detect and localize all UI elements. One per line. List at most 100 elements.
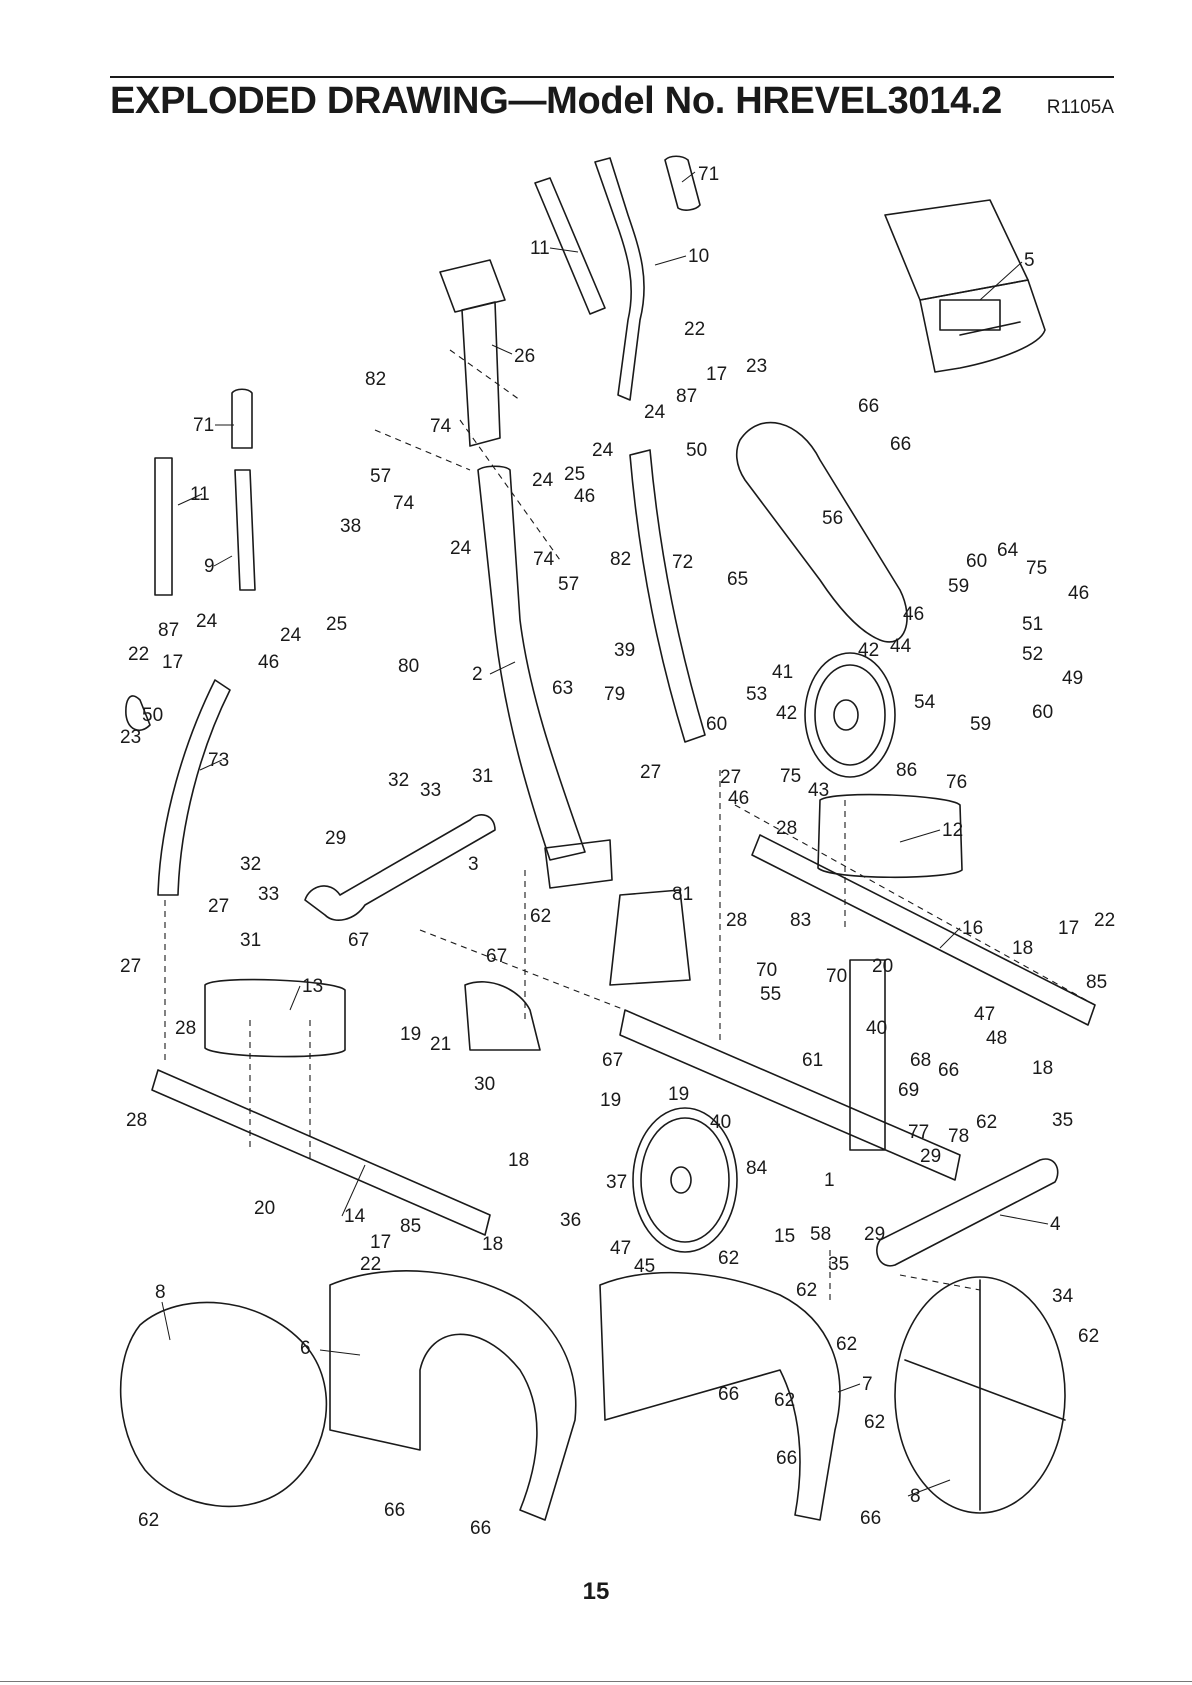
callout-19-c: 19 bbox=[668, 1084, 689, 1105]
callout-64: 64 bbox=[997, 540, 1019, 561]
callout-20-b: 20 bbox=[254, 1198, 275, 1219]
main-frame bbox=[619, 959, 961, 1181]
callout-41: 41 bbox=[772, 662, 793, 683]
callout-60-b: 60 bbox=[706, 714, 727, 735]
callout-44: 44 bbox=[890, 636, 912, 657]
callout-50: 50 bbox=[686, 440, 707, 461]
callout-85: 85 bbox=[1086, 972, 1107, 993]
rear-stabilizer bbox=[876, 1158, 1059, 1267]
right-lower-arm bbox=[629, 449, 706, 743]
left-pedal-arm bbox=[151, 1069, 491, 1236]
callout-23-b: 23 bbox=[120, 727, 141, 748]
callout-75-b: 75 bbox=[780, 766, 801, 787]
callout-62-h: 62 bbox=[864, 1412, 885, 1433]
callout-28-d: 28 bbox=[126, 1110, 147, 1131]
callout-24-b: 24 bbox=[592, 440, 614, 461]
callout-22-d: 22 bbox=[360, 1254, 381, 1275]
callout-5: 5 bbox=[1024, 250, 1035, 271]
callout-59: 59 bbox=[948, 576, 969, 597]
callout-84: 84 bbox=[746, 1158, 768, 1179]
left-handlebar bbox=[125, 388, 256, 896]
callout-70: 70 bbox=[756, 960, 777, 981]
callout-19-b: 19 bbox=[600, 1090, 621, 1111]
callout-24-e: 24 bbox=[196, 611, 218, 632]
callout-50-b: 50 bbox=[142, 705, 163, 726]
callout-36: 36 bbox=[560, 1210, 581, 1231]
callout-15: 15 bbox=[774, 1226, 795, 1247]
callout-12: 12 bbox=[942, 820, 963, 841]
callout-10: 10 bbox=[688, 246, 709, 267]
right-pedal-arm bbox=[751, 834, 1096, 1026]
callout-31: 31 bbox=[472, 766, 493, 787]
callout-73: 73 bbox=[208, 750, 229, 771]
callout-45: 45 bbox=[634, 1256, 655, 1277]
callout-74: 74 bbox=[430, 416, 452, 437]
callout-43: 43 bbox=[808, 780, 829, 801]
callout-58: 58 bbox=[810, 1224, 831, 1245]
callout-28: 28 bbox=[776, 818, 797, 839]
callout-67-c: 67 bbox=[602, 1050, 623, 1071]
callout-32: 32 bbox=[388, 770, 409, 791]
callout-62-i: 62 bbox=[138, 1510, 159, 1531]
callout-46-c: 46 bbox=[903, 604, 924, 625]
callout-81: 81 bbox=[672, 884, 693, 905]
callout-33: 33 bbox=[420, 780, 441, 801]
callout-66-f: 66 bbox=[384, 1500, 405, 1521]
callout-25-b: 25 bbox=[326, 614, 347, 635]
page-number: 15 bbox=[582, 1578, 610, 1605]
callout-27: 27 bbox=[640, 762, 661, 783]
header-rule bbox=[110, 76, 1114, 78]
callout-69: 69 bbox=[898, 1080, 919, 1101]
callout-57-b: 57 bbox=[558, 574, 579, 595]
callout-16: 16 bbox=[962, 918, 983, 939]
callout-66-b: 66 bbox=[890, 434, 911, 455]
callout-30: 30 bbox=[474, 1074, 495, 1095]
callout-74-b: 74 bbox=[393, 493, 415, 514]
callout-27-d: 27 bbox=[120, 956, 141, 977]
callout-6: 6 bbox=[300, 1338, 311, 1359]
callout-18-c: 18 bbox=[508, 1150, 529, 1171]
left-pedal bbox=[204, 978, 346, 1058]
callout-67-b: 67 bbox=[486, 946, 507, 967]
callout-leader-lines bbox=[161, 171, 1049, 1497]
callout-82: 82 bbox=[365, 369, 386, 390]
callout-79: 79 bbox=[604, 684, 625, 705]
callout-76: 76 bbox=[946, 772, 967, 793]
callout-42-b: 42 bbox=[776, 703, 797, 724]
callout-87-b: 87 bbox=[158, 620, 179, 641]
callout-17-b: 17 bbox=[162, 652, 183, 673]
callout-62-g: 62 bbox=[774, 1390, 795, 1411]
callout-1: 1 bbox=[824, 1170, 835, 1191]
callout-62-d: 62 bbox=[796, 1280, 817, 1301]
callout-32-b: 32 bbox=[240, 854, 261, 875]
callout-86: 86 bbox=[896, 760, 917, 781]
upper-right-handlebar bbox=[534, 155, 701, 401]
callout-52: 52 bbox=[1022, 644, 1043, 665]
callout-83: 83 bbox=[790, 910, 811, 931]
callout-11: 11 bbox=[530, 238, 550, 259]
callout-23: 23 bbox=[746, 356, 767, 377]
left-shield bbox=[329, 1270, 577, 1521]
callout-18: 18 bbox=[1012, 938, 1033, 959]
callout-18-d: 18 bbox=[482, 1234, 503, 1255]
callout-21: 21 bbox=[430, 1034, 451, 1055]
callout-2: 2 bbox=[472, 664, 483, 685]
callout-62: 62 bbox=[530, 906, 551, 927]
callout-22-b: 22 bbox=[128, 644, 149, 665]
callout-72: 72 bbox=[672, 552, 693, 573]
console bbox=[884, 199, 1046, 373]
callout-28-c: 28 bbox=[175, 1018, 196, 1039]
callout-37: 37 bbox=[606, 1172, 627, 1193]
callout-18-b: 18 bbox=[1032, 1058, 1053, 1079]
callout-35: 35 bbox=[1052, 1110, 1073, 1131]
callout-60: 60 bbox=[966, 551, 987, 572]
callout-31-b: 31 bbox=[240, 930, 261, 951]
callout-38: 38 bbox=[340, 516, 361, 537]
callout-22-c: 22 bbox=[1094, 910, 1115, 931]
callout-65: 65 bbox=[727, 569, 748, 590]
callout-85-b: 85 bbox=[400, 1216, 421, 1237]
flywheel bbox=[804, 652, 896, 778]
callout-7: 7 bbox=[862, 1374, 873, 1395]
callout-40-b: 40 bbox=[710, 1112, 731, 1133]
callout-14: 14 bbox=[344, 1206, 366, 1227]
